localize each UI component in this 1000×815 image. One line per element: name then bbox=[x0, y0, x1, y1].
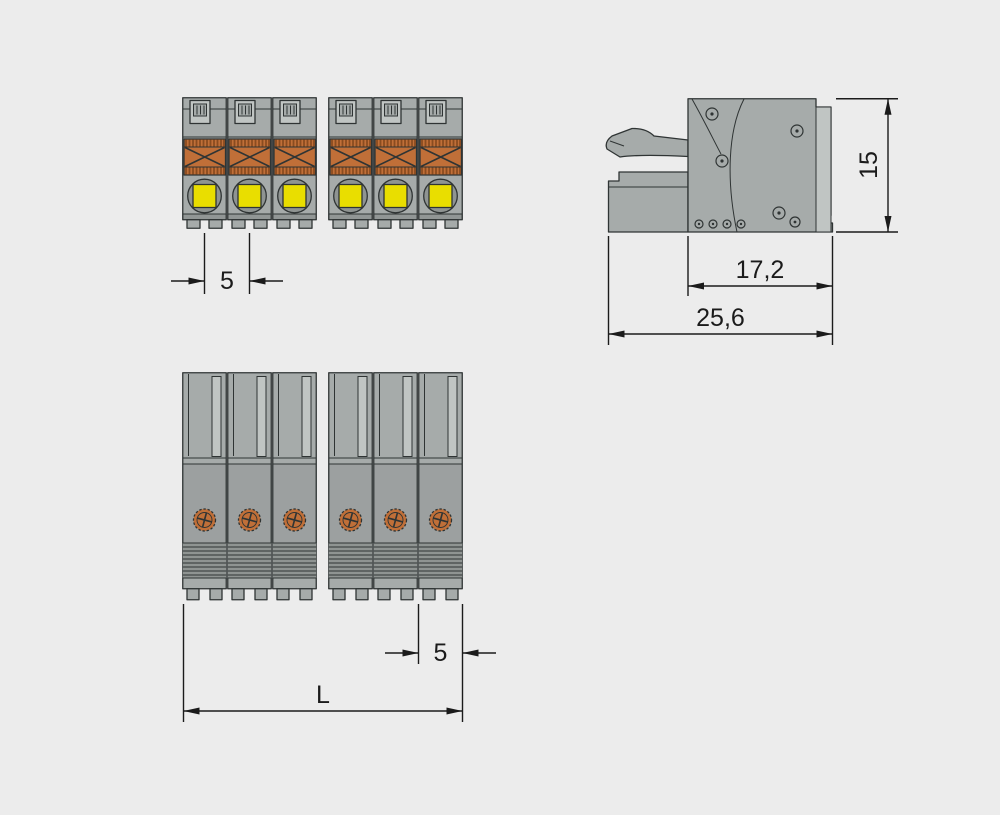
side-view bbox=[605, 98, 834, 233]
dim-front-pitch: 5 bbox=[171, 233, 283, 295]
latch-lever bbox=[605, 127, 689, 158]
plug-block bbox=[607, 171, 689, 233]
dim-label-total-length: L bbox=[316, 681, 330, 709]
dim-label-front-pitch: 5 bbox=[220, 267, 234, 295]
pole-4 bbox=[327, 96, 374, 230]
pole-3 bbox=[271, 371, 318, 601]
rivet-pin-small bbox=[694, 216, 801, 229]
rivet-pin bbox=[772, 206, 786, 220]
front-view bbox=[181, 96, 464, 230]
pole-2 bbox=[226, 96, 273, 230]
rivet-pin bbox=[715, 154, 729, 168]
bottom-view bbox=[181, 371, 464, 601]
housing-body bbox=[687, 98, 834, 233]
pole-5 bbox=[372, 96, 419, 230]
dim-label-housing-depth: 17,2 bbox=[736, 256, 785, 284]
dim-total-length: L bbox=[182, 604, 464, 722]
rivet-pin bbox=[790, 124, 804, 138]
pole-1 bbox=[181, 96, 228, 230]
dim-label-total-depth: 25,6 bbox=[696, 304, 745, 332]
pole-4 bbox=[327, 371, 374, 601]
pole-6 bbox=[417, 371, 464, 601]
rivet-pin bbox=[705, 107, 719, 121]
dim-label-bottom-pitch: 5 bbox=[434, 639, 448, 667]
pole-3 bbox=[271, 96, 318, 230]
dim-housing-depth: 17,2 bbox=[687, 236, 834, 345]
pole-6 bbox=[417, 96, 464, 230]
dim-total-depth: 25,6 bbox=[607, 236, 833, 345]
pole-5 bbox=[372, 371, 419, 601]
dim-height: 15 bbox=[836, 98, 898, 233]
pole-1 bbox=[181, 371, 228, 601]
dim-label-height: 15 bbox=[855, 151, 883, 179]
pole-2 bbox=[226, 371, 273, 601]
dim-bottom-pitch: 5 bbox=[385, 604, 496, 667]
